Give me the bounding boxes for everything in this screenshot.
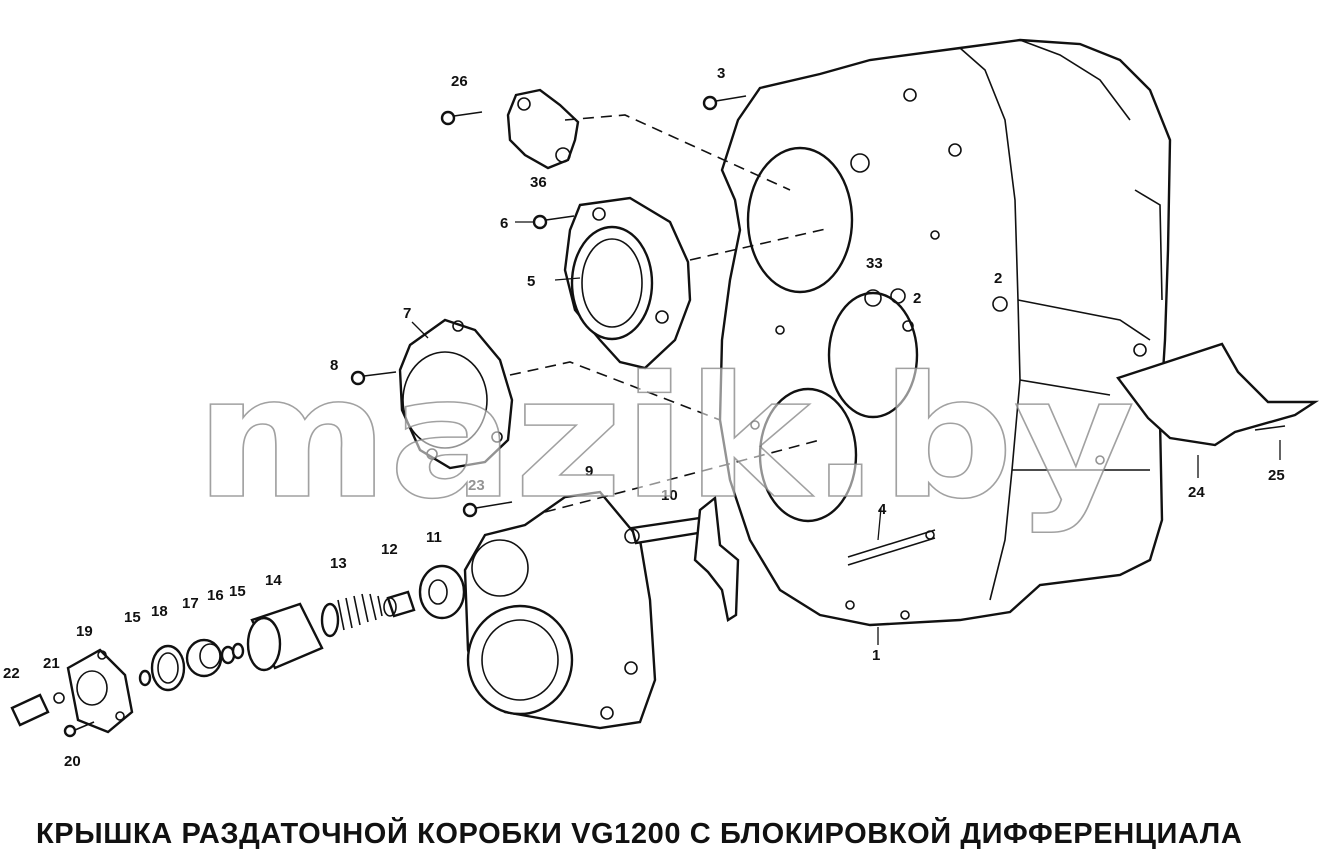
callout-15b: 15 bbox=[124, 609, 141, 626]
callout-labels: 1 2 2 3 4 5 6 7 8 9 10 11 12 13 14 15 15… bbox=[3, 65, 1285, 770]
leader-lines bbox=[411, 221, 1281, 645]
callout-9: 9 bbox=[585, 463, 593, 480]
callout-12: 12 bbox=[381, 541, 398, 558]
callout-16: 16 bbox=[207, 587, 224, 604]
callout-2a: 2 bbox=[913, 290, 921, 307]
lock-housing-part-9 bbox=[463, 490, 657, 730]
callout-8: 8 bbox=[330, 357, 338, 374]
bolts bbox=[10, 95, 1286, 738]
housing-part-1 bbox=[718, 38, 1172, 627]
end-cover-part-19 bbox=[66, 648, 134, 734]
callout-17: 17 bbox=[182, 595, 199, 612]
bracket-part-36 bbox=[506, 88, 580, 170]
bearing-flange-part-5 bbox=[563, 196, 692, 370]
callout-22: 22 bbox=[3, 665, 20, 682]
callout-33: 33 bbox=[866, 255, 883, 272]
callout-26: 26 bbox=[451, 73, 468, 90]
callout-4: 4 bbox=[878, 501, 887, 518]
callout-19: 19 bbox=[76, 623, 93, 640]
pin-part-12 bbox=[383, 590, 416, 618]
callout-7: 7 bbox=[403, 305, 411, 322]
cover-sheet-part-24 bbox=[1116, 342, 1320, 447]
cover-part-7 bbox=[398, 318, 514, 470]
callout-21: 21 bbox=[43, 655, 60, 672]
piston-part-17 bbox=[185, 638, 223, 678]
callout-6: 6 bbox=[500, 215, 508, 232]
callout-2b: 2 bbox=[994, 270, 1002, 287]
callout-15a: 15 bbox=[229, 583, 246, 600]
callout-10: 10 bbox=[661, 487, 678, 504]
callout-36: 36 bbox=[530, 174, 547, 191]
callout-18: 18 bbox=[151, 603, 168, 620]
callout-1: 1 bbox=[872, 647, 880, 664]
callout-24: 24 bbox=[1188, 484, 1205, 501]
callout-14: 14 bbox=[265, 572, 282, 589]
diagram-title: КРЫШКА РАЗДАТОЧНОЙ КОРОБКИ VG1200 С БЛОК… bbox=[36, 818, 1243, 850]
callout-23: 23 bbox=[468, 477, 485, 494]
watermark: mazik.by bbox=[195, 340, 1135, 536]
assembly-lines bbox=[509, 114, 831, 513]
seal-part-18 bbox=[150, 644, 186, 692]
callout-25: 25 bbox=[1268, 467, 1285, 484]
callout-13: 13 bbox=[330, 555, 347, 572]
spring-part-13 bbox=[320, 593, 383, 638]
callout-5: 5 bbox=[527, 273, 535, 290]
sleeve-part-14 bbox=[246, 602, 324, 672]
washer-part-11 bbox=[418, 564, 466, 620]
callout-3: 3 bbox=[717, 65, 725, 82]
o-ring-part-15 bbox=[138, 642, 245, 687]
callout-11: 11 bbox=[426, 529, 442, 546]
shift-rod-part-10 bbox=[624, 495, 740, 622]
callout-20: 20 bbox=[64, 753, 81, 770]
